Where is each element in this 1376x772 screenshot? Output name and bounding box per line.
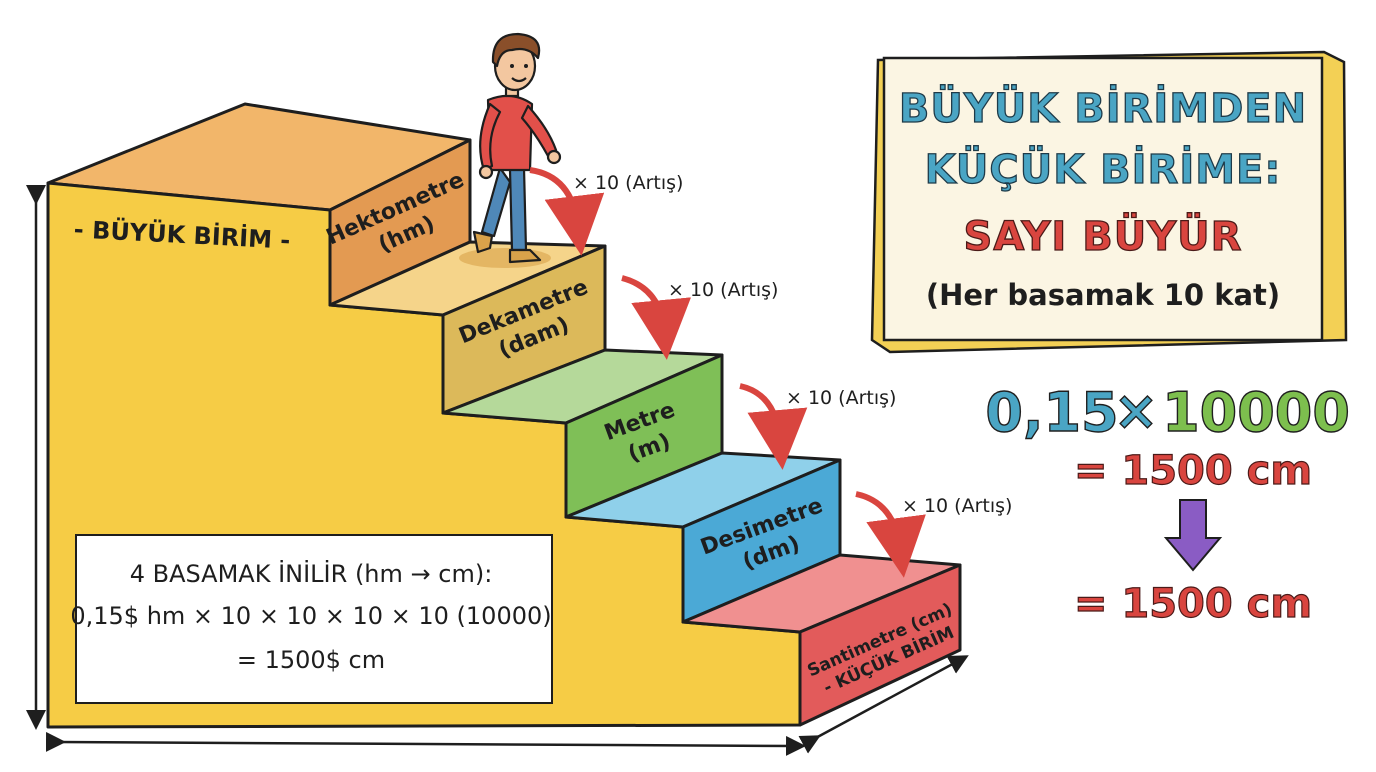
title-line-4: (Her basamak 10 kat) (926, 278, 1280, 312)
equation-result-2: = 1500 cm (1074, 581, 1312, 627)
note-line-3: = 1500$ cm (237, 646, 385, 674)
note-line-2: 0,15$ hm × 10 × 10 × 10 × 10 (10000) (70, 602, 551, 630)
equation-result-1: = 1500 cm (1074, 448, 1312, 494)
equation: 0,15 × 10000 = 1500 cm = 1500 cm (985, 378, 1351, 627)
dimension-arrows (26, 185, 969, 756)
down-arrow-icon (1163, 499, 1223, 572)
step-arrow-2 (621, 275, 692, 360)
calculation-note: 4 BASAMAK İNİLİR (hm → cm): 0,15$ hm × 1… (70, 534, 553, 704)
step-arrow-label-1: × 10 (Artış) (573, 172, 683, 194)
equation-lhs: 0,15 (985, 381, 1118, 444)
diagonal-dimension-arrow (798, 655, 969, 754)
title-line-2: KÜÇÜK BİRİME: (925, 145, 1282, 193)
step-arrow-3 (739, 383, 808, 470)
step-arrow-4 (855, 491, 926, 578)
step-arrow-label-3: × 10 (Artış) (786, 387, 896, 409)
walking-person-illustration (459, 32, 562, 268)
title-line-1: BÜYÜK BİRİMDEN (899, 84, 1307, 132)
equation-rhs: 10000 (1162, 381, 1350, 444)
title-box: BÜYÜK BİRİMDEN KÜÇÜK BİRİME: SAYI BÜYÜR … (870, 50, 1348, 354)
step-arrows: × 10 (Artış) × 10 (Artış) × 10 (Artış) ×… (529, 167, 1012, 578)
step-arrow-label-2: × 10 (Artış) (668, 279, 778, 301)
title-line-3: SAYI BÜYÜR (964, 212, 1243, 260)
horizontal-dimension-arrow (45, 731, 806, 756)
equation-operator: × (1113, 379, 1158, 442)
step-arrow-label-4: × 10 (Artış) (902, 495, 1012, 517)
step-arrow-1 (529, 167, 605, 256)
note-line-1: 4 BASAMAK İNİLİR (hm → cm): (130, 559, 493, 588)
